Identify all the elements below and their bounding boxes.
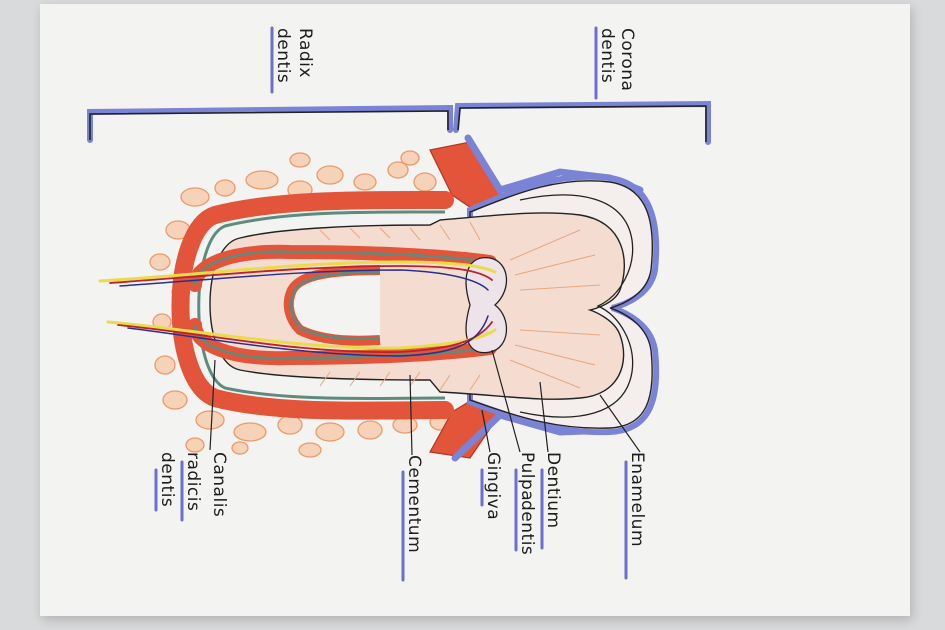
root-canal-lower: [188, 318, 497, 366]
root-outline: [171, 190, 454, 420]
svg-text:Canalis: Canalis: [209, 452, 229, 517]
leader-lines: [209, 349, 641, 456]
label-radix-dentis: Radix dentis: [273, 28, 315, 83]
root-separation: [283, 265, 381, 346]
svg-text:radicis: radicis: [183, 452, 203, 511]
nerve-bundle-lower: [106, 315, 497, 357]
svg-text:dentis: dentis: [273, 28, 293, 83]
label-gingiva: Gingiva: [483, 452, 503, 520]
label-corona-dentis: Corona dentis: [597, 28, 637, 91]
bracket-radix: [87, 104, 453, 143]
label-canalis-radicis-dentis: Canalis radicis dentis: [157, 452, 229, 517]
label-cementum: Cementum: [404, 455, 424, 553]
pulp-chamber: [465, 257, 508, 354]
svg-text:dentis: dentis: [597, 28, 617, 83]
label-underlines: [154, 26, 628, 582]
dentin-tubules: [319, 221, 601, 391]
svg-text:dentis: dentis: [157, 452, 177, 507]
nerve-bundle-upper: [98, 260, 497, 291]
label-enamelum: Enamelum: [627, 452, 647, 547]
label-dentium: Dentium: [543, 452, 563, 529]
svg-text:dentis: dentis: [517, 500, 537, 555]
svg-text:Corona: Corona: [617, 28, 637, 91]
label-pulpa-dentis: Pulpa dentis: [517, 452, 537, 555]
root-canal-upper: [188, 244, 497, 292]
svg-text:Radix: Radix: [295, 28, 315, 78]
bracket-corona: [453, 100, 711, 145]
svg-text:Pulpa: Pulpa: [517, 452, 537, 501]
